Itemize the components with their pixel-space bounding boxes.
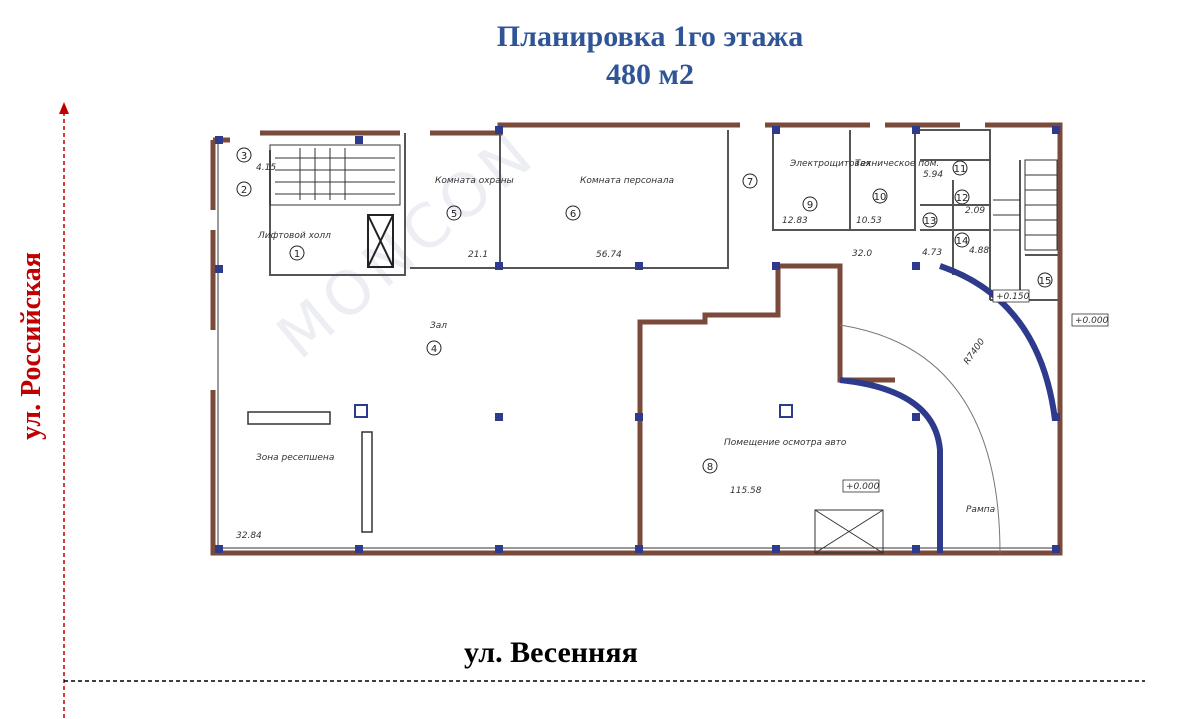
street-bottom-label: ул. Весенняя — [464, 636, 638, 669]
room-2-number: 2 — [241, 185, 247, 196]
room-12-area: 2.09 — [965, 206, 985, 216]
room-7-number: 7 — [747, 177, 753, 188]
street-left-label: ул. Российская — [16, 252, 47, 440]
room-3-area: 4.15 — [256, 163, 276, 173]
room-8-walls — [637, 263, 895, 553]
room-11-area: 5.94 — [923, 170, 943, 180]
room-9-number: 9 — [807, 200, 813, 211]
level-marker-b: +0.000 — [846, 482, 880, 492]
room-8-name: Помещение осмотра авто — [724, 438, 847, 448]
plan-area: 480 м2 — [606, 58, 694, 91]
level-marker-a: +0.000 — [1075, 316, 1109, 326]
room-11-number: 11 — [954, 164, 967, 175]
north-arrow-icon — [59, 102, 69, 114]
ramp-gate — [814, 509, 884, 554]
room-9-area: 12.83 — [782, 216, 808, 226]
room-14-number: 14 — [956, 236, 969, 247]
room-10-area: 10.53 — [856, 216, 882, 226]
room-6-area: 56.74 — [596, 250, 622, 260]
room-6-number: 6 — [570, 209, 576, 220]
reception-counter — [247, 411, 373, 533]
level-markers: +0.000 +0.000 +0.150 R7400 Рампа — [842, 289, 1109, 515]
room-7-area: 32.0 — [852, 249, 872, 259]
plan-title: Планировка 1го этажа — [496, 20, 804, 53]
room-1-number: 1 — [294, 249, 300, 260]
room-4-number: 4 — [431, 344, 437, 355]
room-9-name: Электрощитовая — [789, 159, 871, 169]
outer-walls — [210, 122, 1063, 556]
room-10-name: Техническое пом. — [855, 159, 939, 169]
ramp-label: Рампа — [966, 505, 995, 515]
room-13-area: 4.73 — [922, 248, 942, 258]
interior-walls — [269, 129, 1060, 301]
room-labels: 3 4.15 2 Лифтовой холл 1 Зал 4 Зона ресе… — [236, 147, 1053, 541]
room-13-number: 13 — [924, 216, 937, 227]
room-8-number: 8 — [707, 462, 713, 473]
level-marker-c: +0.150 — [996, 292, 1030, 302]
room-5-area: 21.1 — [468, 250, 488, 260]
reception-name: Зона ресепшена — [256, 453, 334, 463]
room-15-number: 15 — [1039, 276, 1052, 287]
room-1-name: Лифтовой холл — [257, 231, 331, 241]
radius-marker: R7400 — [962, 337, 987, 367]
elevator-shaft — [367, 214, 394, 268]
room-5-number: 5 — [451, 209, 457, 220]
room-10-number: 10 — [874, 192, 887, 203]
room-8-area: 115.58 — [730, 486, 762, 496]
outer-wall-lines — [217, 140, 1055, 549]
staircase-right — [993, 159, 1058, 251]
reception-area: 32.84 — [236, 531, 262, 541]
staircase-left — [269, 144, 401, 206]
room-4-name: Зал — [430, 321, 447, 331]
columns — [215, 126, 1060, 553]
room-12-number: 12 — [956, 193, 969, 204]
room-6-name: Комната персонала — [580, 176, 674, 186]
room-5-name: Комната охраны — [435, 176, 514, 186]
room-3-number: 3 — [241, 151, 247, 162]
ramp-curves — [839, 263, 1058, 554]
room-14-area: 4.88 — [969, 246, 989, 256]
